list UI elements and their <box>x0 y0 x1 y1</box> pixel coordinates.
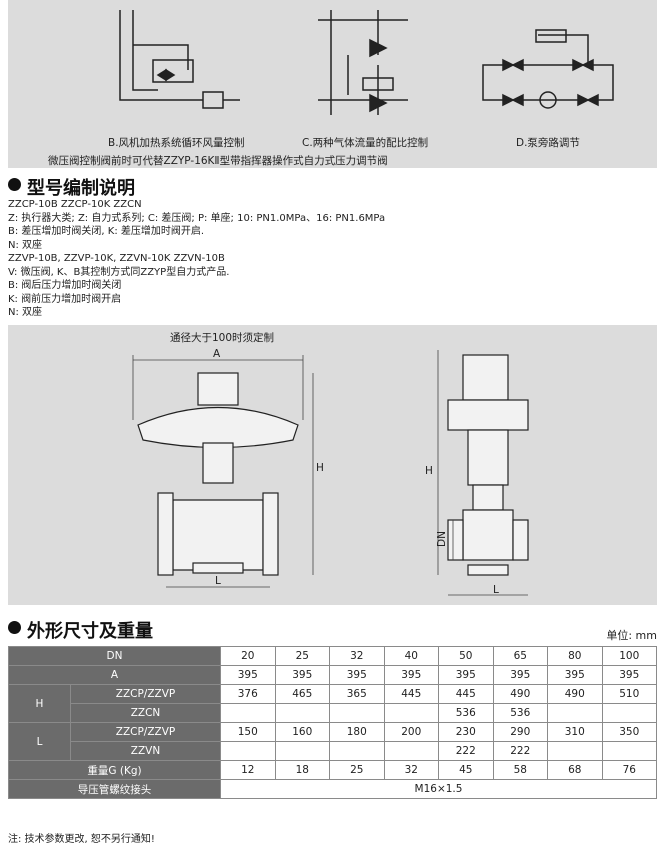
dn-label: DN <box>8 646 221 666</box>
model-line: Z: 执行器大类; Z: 自力式系列; C: 差压阀; P: 单座; 10: P… <box>8 212 386 224</box>
a-label: A <box>8 665 221 685</box>
caption-c: C.两种气体流量的配比控制 <box>302 137 429 149</box>
weight-label: 重量G (Kg) <box>8 760 221 780</box>
joint-label: 导压管螺纹接头 <box>8 779 221 799</box>
l-zzvn-label: ZZVN <box>70 741 221 761</box>
model-line: N: 双座 <box>8 239 43 251</box>
application-diagrams-panel <box>8 0 657 168</box>
table-row: L ZZCP/ZZVP 150 160 180 200 230 290 310 … <box>8 722 657 761</box>
table-row: DN 20 25 32 40 50 65 80 100 <box>8 646 657 666</box>
dim-label-dn: DN <box>435 531 448 547</box>
model-line: B: 差压增加时阀关闭, K: 差压增加时阀开启. <box>8 226 205 237</box>
dimension-drawing-panel <box>8 325 657 605</box>
application-diagrams-svg <box>119 10 614 115</box>
dim-label-l-front: L <box>215 575 221 587</box>
unit-label: 单位: mm <box>606 629 657 642</box>
l-zzcp-label: ZZCP/ZZVP <box>70 722 221 742</box>
table-row: 导压管螺纹接头 M16×1.5 <box>8 779 657 799</box>
table-row: A 395 395 395 395 395 395 395 395 <box>8 665 657 685</box>
dim-label-a: A <box>213 348 221 360</box>
model-section-title: 型号编制说明 <box>27 178 135 199</box>
model-line: N: 双座 <box>8 307 43 318</box>
table-row: ZZVN 222 222 <box>9 741 657 761</box>
model-line: ZZCP-10B ZZCP-10K ZZCN <box>8 199 142 210</box>
drawing-note: 通径大于100时须定制 <box>170 332 275 344</box>
l-label: L <box>8 722 71 761</box>
section-bullet-icon <box>8 178 21 191</box>
section-bullet-icon <box>8 621 21 634</box>
table-row: 重量G (Kg) 12 18 25 32 45 58 68 76 <box>8 760 657 780</box>
model-line: ZZVP-10B, ZZVP-10K, ZZVN-10K ZZVN-10B <box>8 253 225 264</box>
footer-note: 注: 技术参数更改, 恕不另行通知! <box>8 834 155 845</box>
model-line: B: 阀后压力增加时阀关闭 <box>8 280 122 291</box>
dims-section-title: 外形尺寸及重量 <box>27 621 153 642</box>
h-zzcp-label: ZZCP/ZZVP <box>70 684 221 704</box>
h-zzcn-label: ZZCN <box>70 703 221 723</box>
h-label: H <box>8 684 71 723</box>
dim-label-h-side: H <box>425 465 433 477</box>
caption-b: B.风机加热系统循环风量控制 <box>108 137 245 149</box>
joint-value: M16×1.5 <box>220 779 657 799</box>
model-line: K: 阀前压力增加时阀开启 <box>8 293 122 305</box>
model-description: ZZCP-10B ZZCP-10K ZZCN Z: 执行器大类; Z: 自力式系… <box>8 198 385 320</box>
dim-label-l-side: L <box>493 584 499 596</box>
model-line: V: 微压阀, K、B其控制方式同ZZYP型自力式产品. <box>8 266 230 278</box>
spec-table: DN 20 25 32 40 50 65 80 100 A 395 395 39… <box>8 646 657 799</box>
table-row: ZZCN 536 536 <box>9 703 657 723</box>
caption-d: D.泵旁路调节 <box>516 137 580 149</box>
diagram-footnote: 微压阀控制阀前时可代替ZZYP-16KⅡ型带指挥器操作式自力式压力调节阀 <box>48 155 388 167</box>
dim-label-h-front: H <box>316 462 324 474</box>
valve-drawing-svg <box>132 350 529 596</box>
table-row: H ZZCP/ZZVP 376 465 365 445 445 490 490 … <box>8 684 657 723</box>
